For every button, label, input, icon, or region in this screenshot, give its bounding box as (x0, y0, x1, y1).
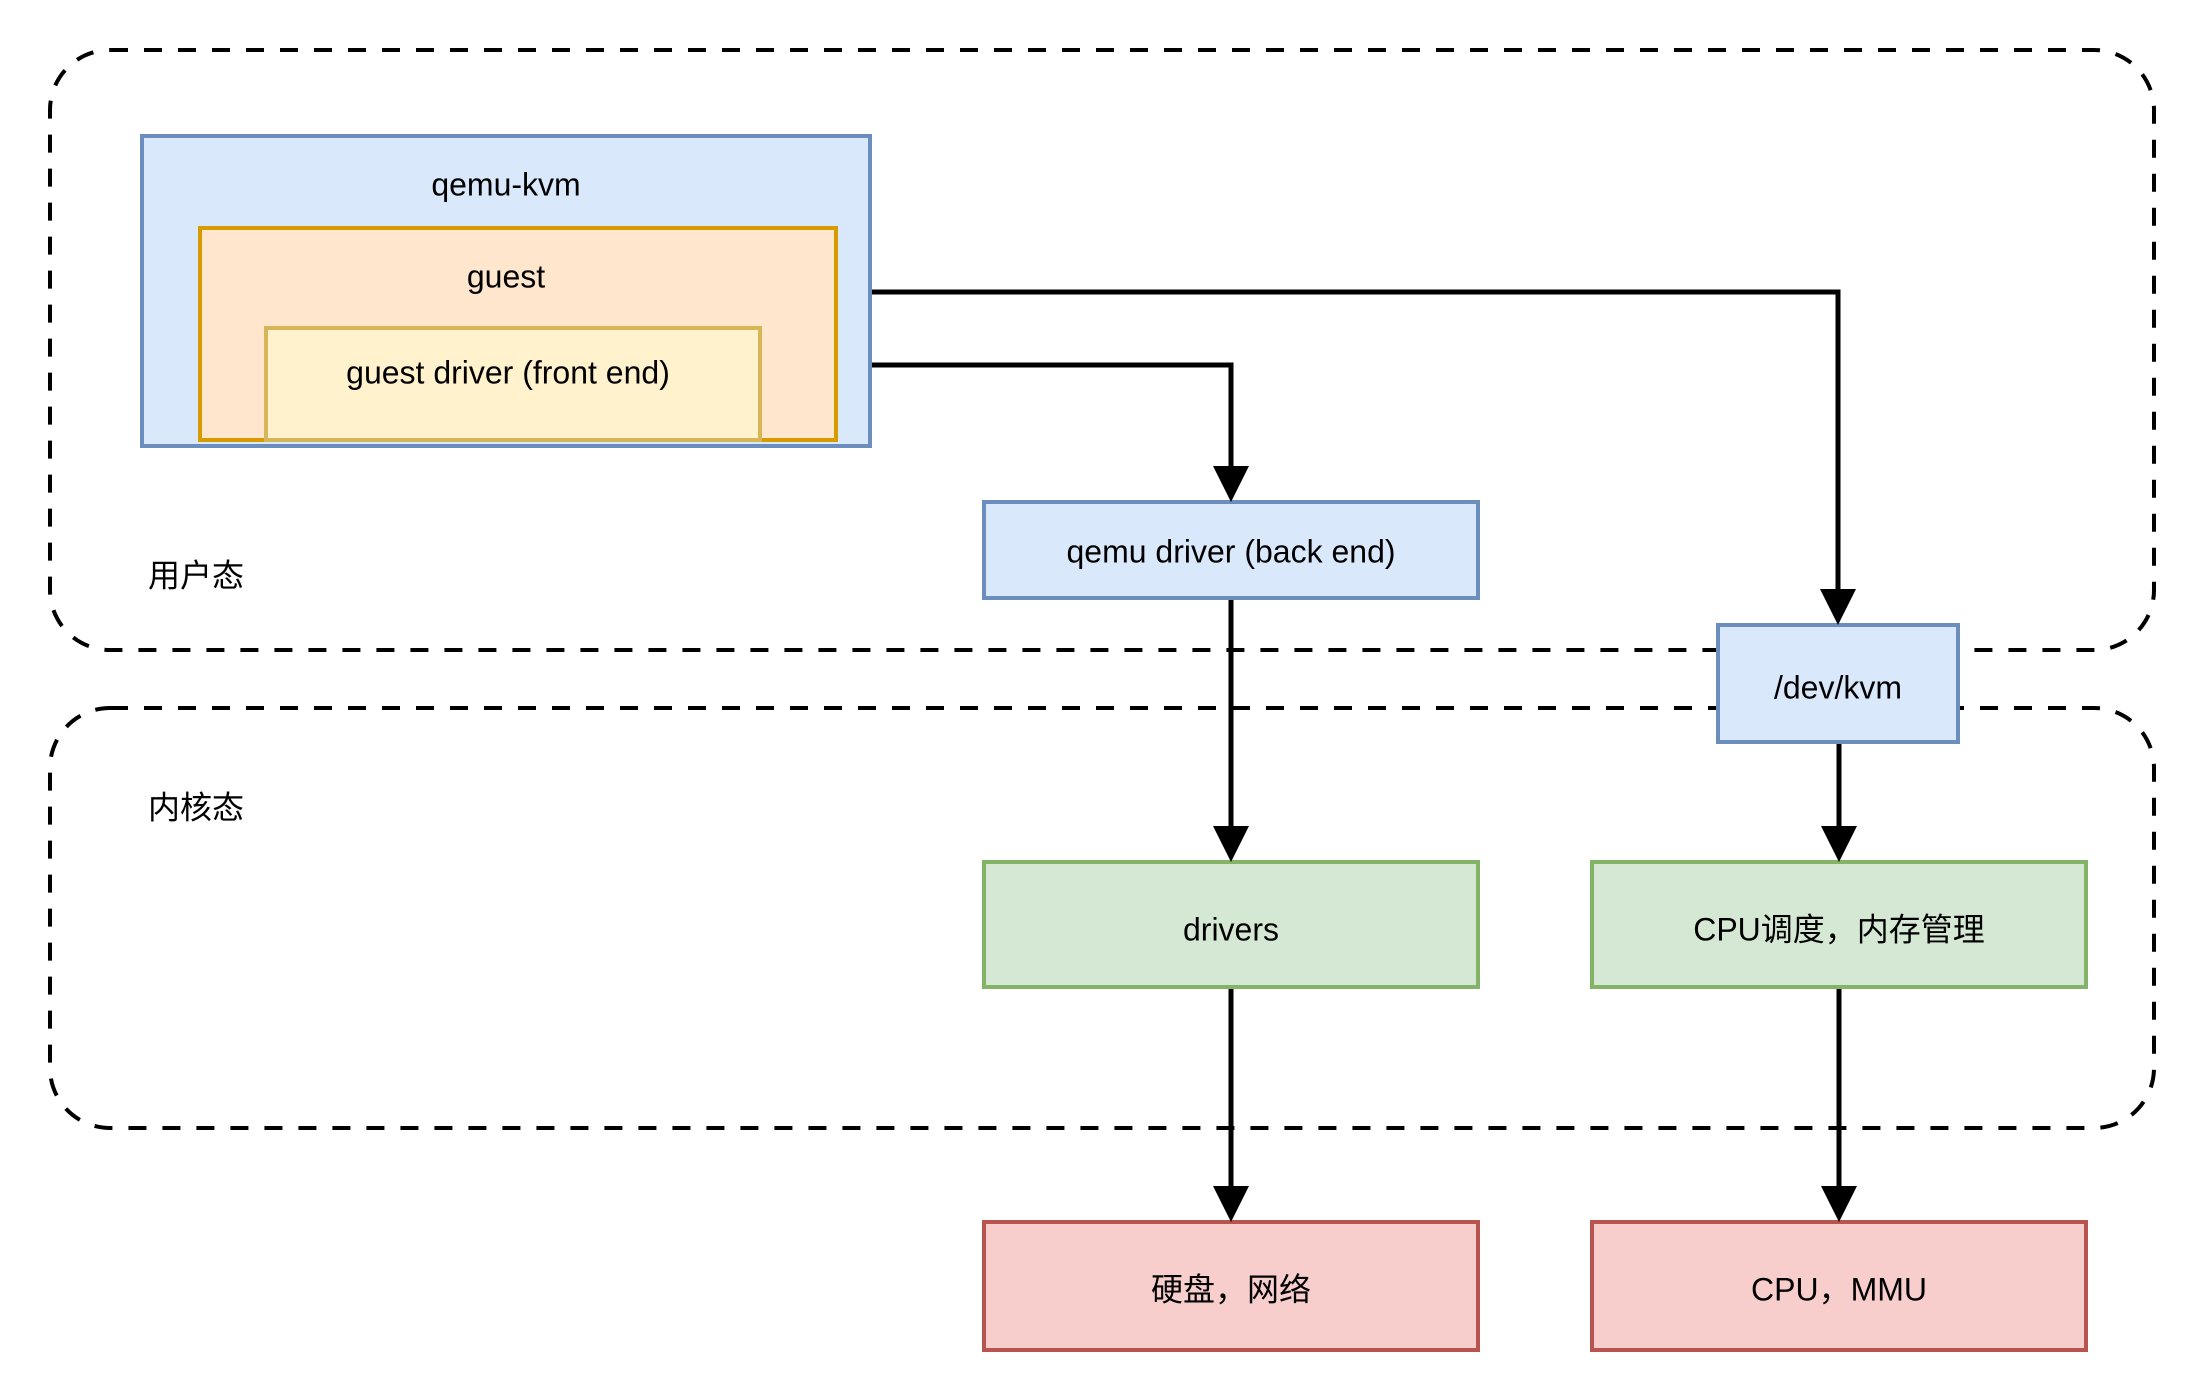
box-dev-kvm[interactable]: /dev/kvm (1716, 623, 1960, 744)
zone-kernel-mode: 内核态 (48, 706, 2156, 1130)
arrowhead-qemu-driver-to-drivers (1213, 826, 1249, 862)
box-drivers[interactable]: drivers (982, 860, 1480, 989)
drivers-rect[interactable] (982, 860, 1480, 989)
guest-driver-rect[interactable] (264, 326, 762, 442)
cpu-sched-mem-label: CPU调度，内存管理 (1693, 911, 1985, 947)
disk-network-label: 硬盘，网络 (1151, 1271, 1311, 1307)
connectors-layer (760, 289, 1842, 1201)
cpu-mmu-rect[interactable] (1590, 1220, 2088, 1352)
box-cpu-mmu[interactable]: CPU，MMU (1590, 1220, 2088, 1352)
arrowheads-layer (1213, 466, 1857, 1222)
disk-network-rect[interactable] (982, 1220, 1480, 1352)
guest-driver-label: guest driver (front end) (346, 354, 670, 390)
arrowhead-cpu-sched-mem-to-cpu-mmu (1821, 1186, 1857, 1222)
cpu-sched-mem-rect[interactable] (1590, 860, 2088, 989)
box-guest-driver[interactable]: guest driver (front end) (264, 326, 762, 442)
connector-guest-driver-to-qemu-driver (760, 362, 1234, 481)
box-cpu-sched-mem[interactable]: CPU调度，内存管理 (1590, 860, 2088, 989)
dev-kvm-label: /dev/kvm (1774, 669, 1902, 705)
dev-kvm-rect[interactable] (1716, 623, 1960, 744)
zone-user-mode: 用户态 (48, 48, 2156, 652)
drivers-label: drivers (1183, 911, 1279, 947)
qemu-driver-rect[interactable] (982, 500, 1480, 600)
arrowhead-guest-to-dev-kvm (1820, 589, 1856, 625)
guest-label: guest (467, 258, 545, 294)
kernel-mode-label: 内核态 (148, 789, 244, 825)
connector-guest-to-dev-kvm (870, 289, 1841, 604)
arrowhead-guest-driver-to-qemu-driver (1213, 466, 1249, 502)
box-disk-network[interactable]: 硬盘，网络 (982, 1220, 1480, 1352)
arrowhead-drivers-to-disk-network (1213, 1186, 1249, 1222)
qemu-driver-label: qemu driver (back end) (1066, 533, 1395, 569)
arrowhead-dev-kvm-to-cpu-sched-mem (1821, 826, 1857, 862)
user-mode-label: 用户态 (148, 557, 244, 593)
kernel-mode-boundary (48, 706, 2156, 1130)
box-qemu-driver[interactable]: qemu driver (back end) (982, 500, 1480, 600)
qemu-kvm-label: qemu-kvm (431, 166, 580, 202)
cpu-mmu-label: CPU，MMU (1751, 1271, 1927, 1307)
user-mode-boundary (48, 48, 2156, 652)
